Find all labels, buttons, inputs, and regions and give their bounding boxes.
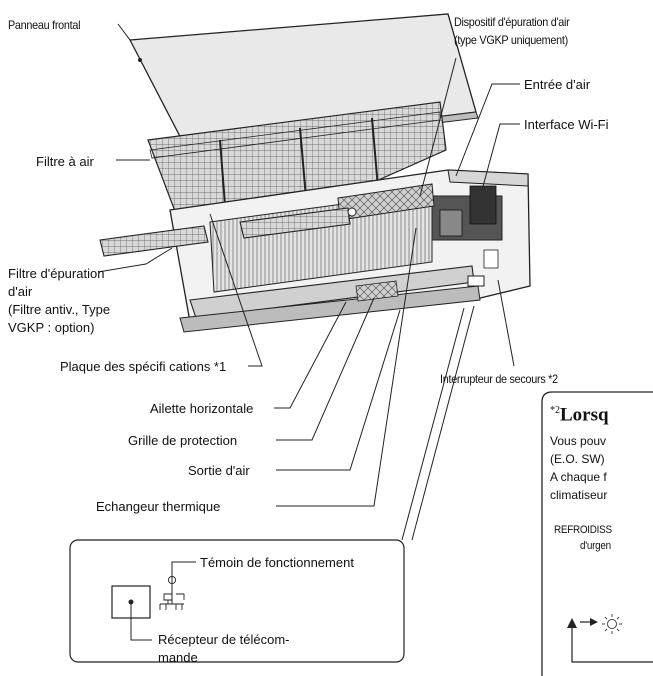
side-note-superscript: *2 [550, 405, 560, 416]
label-air-outlet: Sortie d'air [188, 463, 250, 478]
label-remote-receiver-1: Récepteur de télécom- [158, 632, 290, 647]
label-heat-exchanger: Echangeur thermique [96, 499, 221, 514]
label-purif-filter-2: d'air [8, 284, 33, 299]
label-air-inlet: Entrée d'air [524, 77, 591, 92]
label-purif-filter-4: VGKP : option) [8, 320, 95, 335]
label-operation-indicator: Témoin de fonctionnement [200, 555, 354, 570]
side-note-line-4: climatiseur [550, 488, 608, 502]
side-note-line-3: A chaque f [550, 470, 607, 484]
label-purif-filter-3: (Filtre antiv., Type [8, 302, 111, 317]
label-remote-receiver-2: mande [158, 650, 198, 665]
label-wifi-interface: Interface Wi-Fi [524, 117, 609, 132]
label-horizontal-flap: Ailette horizontale [150, 401, 254, 416]
label-purif-filter-1: Filtre d'épuration [8, 266, 105, 281]
label-air-purifier-2: (type VGKP uniquement) [454, 33, 568, 47]
purification-filters [99, 207, 357, 257]
label-air-purifier-1: Dispositif d'épuration d'air [454, 15, 570, 29]
side-note-mode-1: REFROIDISS [554, 524, 612, 536]
side-note-heading-text: Lorsq [560, 404, 609, 426]
indicator-lamp-icon [159, 593, 185, 610]
side-note-line-2: (E.O. SW) [550, 452, 605, 466]
sun-icon [602, 614, 622, 634]
label-spec-plate: Plaque des spécifi cations *1 [60, 359, 227, 374]
side-note-line-1: Vous pouv [550, 434, 607, 448]
label-front-panel: Panneau frontal [8, 18, 81, 32]
side-note-heading: *2Lorsq [550, 400, 609, 426]
label-emergency-switch: Interrupteur de secours *2 [440, 372, 558, 386]
leader-lines [97, 23, 520, 541]
side-note-panel [541, 391, 653, 676]
side-note-mode-2: d'urgen [580, 540, 611, 552]
label-air-filter: Filtre à air [36, 154, 94, 169]
label-protection-grille: Grille de protection [128, 433, 238, 448]
power-icon [167, 575, 177, 585]
indicator-inset [69, 539, 405, 663]
